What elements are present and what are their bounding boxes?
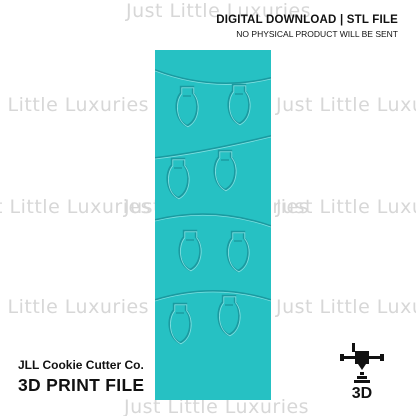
- bulb-icon: [217, 294, 242, 337]
- print-file-label: 3D PRINT FILE: [18, 375, 145, 395]
- light-strand: [155, 213, 271, 273]
- bulb-icon: [227, 83, 252, 127]
- watermark-text: Just Little Luxuries: [0, 296, 150, 318]
- cookie-cutter-preview: [155, 50, 271, 400]
- bulb-icon: [168, 302, 193, 345]
- bulb-icon: [226, 230, 251, 273]
- bulb-icon: [178, 229, 203, 272]
- download-notice-subtitle: NO PHYSICAL PRODUCT WILL BE SENT: [236, 29, 398, 39]
- printer-badge-label: 3D: [351, 385, 373, 402]
- bulb-icon: [175, 85, 200, 129]
- printer-badge: 3D: [340, 343, 384, 405]
- watermark-text: Just Little Luxuries: [276, 94, 416, 116]
- download-notice-title: DIGITAL DOWNLOAD | STL FILE: [216, 14, 398, 26]
- watermark-text: Just Little Luxuries: [126, 0, 312, 22]
- 3d-printer-icon: [340, 343, 384, 383]
- watermark-text: Just Little Luxuries: [276, 196, 416, 218]
- watermark-text: Just Little Luxuries: [276, 296, 416, 318]
- light-strand: [155, 135, 271, 201]
- download-notice: DIGITAL DOWNLOAD | STL FILE NO PHYSICAL …: [216, 14, 398, 39]
- bulb-icon: [213, 149, 238, 193]
- light-strand: [155, 69, 271, 129]
- watermark-text: Just Little Luxuries: [0, 196, 152, 218]
- light-strand: [155, 290, 271, 345]
- watermark-text: Just Little Luxuries: [0, 94, 150, 116]
- bulb-icon: [166, 157, 191, 201]
- brand-name: JLL Cookie Cutter Co.: [18, 358, 144, 372]
- brand-block: JLL Cookie Cutter Co. 3D PRINT FILE: [18, 358, 144, 396]
- string-lights-illustration: [155, 69, 271, 345]
- watermark-text: Just Little Luxuries: [124, 396, 310, 416]
